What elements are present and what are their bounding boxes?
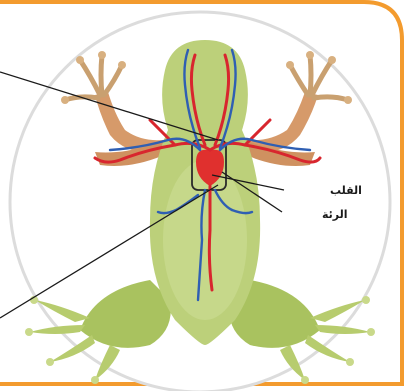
frog-belly-shading bbox=[163, 160, 247, 320]
label-heart: القلب bbox=[330, 184, 362, 197]
label-lung: الرئة bbox=[322, 208, 348, 221]
